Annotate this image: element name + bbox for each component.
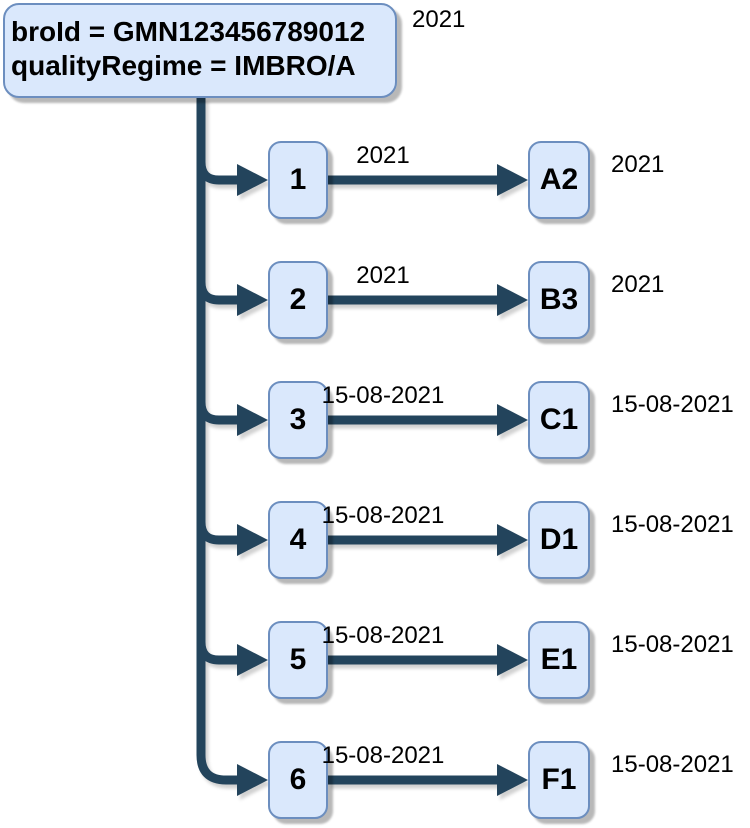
source-node-3: 3 — [268, 381, 328, 459]
edge-label-5: 15-08-2021 — [321, 622, 445, 649]
branch-row-2: 2 2021 B3 2021 — [0, 261, 750, 339]
target-node-c1: C1 — [528, 381, 590, 459]
edge-arrowhead-3 — [497, 404, 528, 436]
edge-label-4: 15-08-2021 — [321, 502, 445, 529]
target-date-label-6: 15-08-2021 — [611, 751, 734, 778]
target-date-label-1: 2021 — [611, 151, 665, 178]
branch-row-1: 1 2021 A2 2021 — [0, 141, 750, 219]
source-node-4: 4 — [268, 501, 328, 579]
target-date-label-2: 2021 — [611, 271, 665, 298]
edge-arrowhead-6 — [497, 764, 528, 796]
edge-arrowhead-1 — [497, 164, 528, 196]
root-node: broId = GMN123456789012 qualityRegime = … — [3, 3, 397, 98]
edge-label-2: 2021 — [356, 262, 410, 289]
branch-row-5: 5 15-08-2021 E1 15-08-2021 — [0, 621, 750, 699]
branch-row-6: 6 15-08-2021 F1 15-08-2021 — [0, 741, 750, 819]
edge-label-6: 15-08-2021 — [321, 742, 445, 769]
branch-line-5 — [196, 641, 237, 665]
target-node-d1: D1 — [528, 501, 590, 579]
target-node-a2: A2 — [528, 141, 590, 219]
edge-arrowhead-5 — [497, 644, 528, 676]
branch-line-4 — [196, 521, 237, 545]
source-node-6: 6 — [268, 741, 328, 819]
branch-arrowhead-5 — [237, 644, 268, 676]
edge-arrowhead-4 — [497, 524, 528, 556]
branch-arrowhead-6 — [237, 764, 268, 796]
target-date-label-5: 15-08-2021 — [611, 631, 734, 658]
source-node-2: 2 — [268, 261, 328, 339]
branch-row-3: 3 15-08-2021 C1 15-08-2021 — [0, 381, 750, 459]
branch-arrowhead-2 — [237, 284, 268, 316]
edge-arrowhead-2 — [497, 284, 528, 316]
trunk-line — [196, 97, 237, 785]
branch-row-4: 4 15-08-2021 D1 15-08-2021 — [0, 501, 750, 579]
target-date-label-3: 15-08-2021 — [611, 391, 734, 418]
edge-label-1: 2021 — [356, 142, 410, 169]
branch-arrowhead-3 — [237, 404, 268, 436]
branch-line-3 — [196, 401, 237, 425]
root-node-line2: qualityRegime = IMBRO/A — [11, 50, 356, 81]
branch-line-2 — [196, 281, 237, 305]
branch-arrowhead-4 — [237, 524, 268, 556]
target-node-f1: F1 — [528, 741, 590, 819]
target-date-label-4: 15-08-2021 — [611, 511, 734, 538]
edge-label-3: 15-08-2021 — [321, 382, 445, 409]
target-node-e1: E1 — [528, 621, 590, 699]
branch-line-1 — [196, 161, 237, 185]
root-node-line1: broId = GMN123456789012 — [11, 16, 366, 47]
source-node-5: 5 — [268, 621, 328, 699]
target-node-b3: B3 — [528, 261, 590, 339]
source-node-1: 1 — [268, 141, 328, 219]
root-year-label: 2021 — [412, 6, 466, 33]
branch-arrowhead-1 — [237, 164, 268, 196]
